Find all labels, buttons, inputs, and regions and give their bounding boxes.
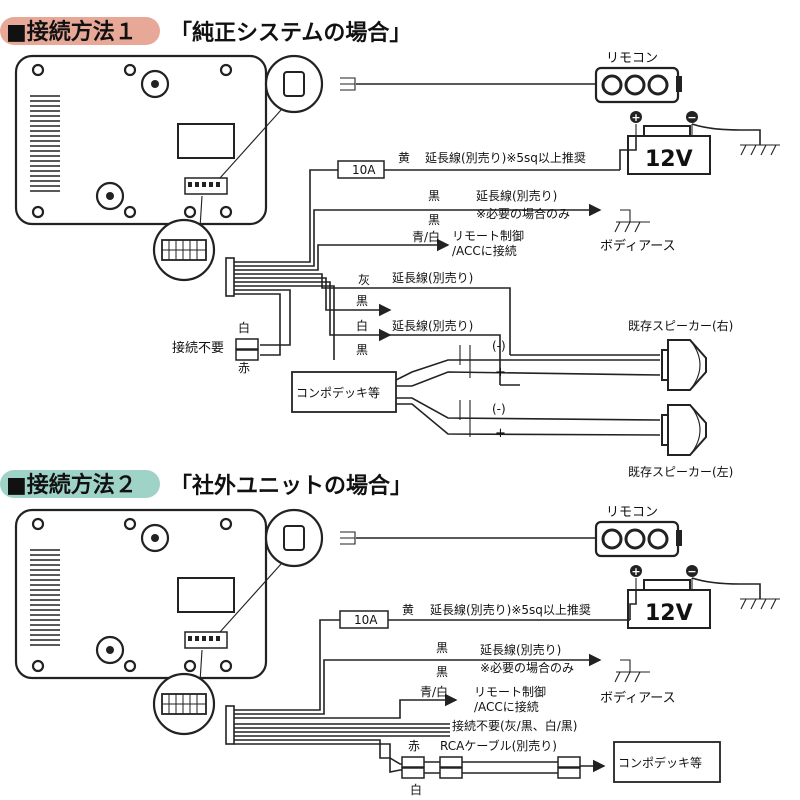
section-1-subtitle: 「純正システムの場合」 <box>170 20 411 46</box>
section-2-subtitle: 「社外ユニットの場合」 <box>170 473 412 499</box>
deck-label-2: コンポデッキ等 <box>618 755 702 770</box>
battery-label: 12V <box>645 147 693 172</box>
speaker-right-label: 既存スピーカー(右) <box>628 318 733 333</box>
section-2-heading: ■接続方法２ <box>6 472 137 498</box>
wire-white: 白 <box>356 318 368 333</box>
wire-black-1-2: 黒 <box>436 641 448 655</box>
wire-black-3: 黒 <box>356 294 368 308</box>
rca-white: 白 <box>238 320 250 335</box>
battery-label-2: 12V <box>645 601 693 626</box>
rca-cable-label: RCAケーブル(別売り) <box>440 738 557 753</box>
rca-red-2: 赤 <box>408 739 420 753</box>
wire-gray: 灰 <box>358 273 370 287</box>
wire-blue-white-2: 青/白 <box>420 684 448 699</box>
section-1-heading: ■接続方法１ <box>6 19 137 45</box>
wire-black-note-2b: 延長線(別売り) <box>480 642 561 657</box>
battery-minus: − <box>687 111 696 124</box>
wire-yellow-note: 延長線(別売り)※5sq以上推奨 <box>425 150 586 165</box>
body-earth-label-2: ボディアース <box>600 690 676 706</box>
deck-label: コンポデッキ等 <box>296 385 380 400</box>
battery-plus: + <box>631 111 640 124</box>
wire-black-note: 延長線(別売り) <box>476 188 557 203</box>
wire-yellow-2: 黄 <box>402 603 414 617</box>
wire-black-2-2: 黒 <box>436 665 448 679</box>
section-1: ■接続方法１ 「純正システムの場合」 リモコン + − 12V 10A 黄 延長… <box>0 17 781 479</box>
rca-red: 赤 <box>238 361 250 375</box>
wire-yellow: 黄 <box>398 151 410 165</box>
wire-gray-note: 延長線(別売り) <box>392 270 473 285</box>
remote-label: リモコン <box>606 51 658 66</box>
wire-black-note-2c: ※必要の場合のみ <box>480 660 574 675</box>
left-plus: + <box>495 426 506 441</box>
wire-black-note-2: ※必要の場合のみ <box>476 206 570 221</box>
remote-control-label: リモート制御 <box>452 228 524 243</box>
battery-plus-2: + <box>631 565 640 578</box>
wire-white-note: 延長線(別売り) <box>392 318 473 333</box>
battery-minus-2: − <box>687 565 696 578</box>
right-plus: + <box>495 365 506 380</box>
wire-black-1: 黒 <box>428 189 440 203</box>
fuse-label: 10A <box>352 163 376 177</box>
section-2-badge <box>0 470 160 498</box>
section-1-badge <box>0 17 160 45</box>
body-earth-label: ボディアース <box>600 238 676 254</box>
wire-blue-white: 青/白 <box>412 229 440 244</box>
remote-label-2: リモコン <box>606 505 658 520</box>
acc-label: /ACCに接続 <box>452 243 517 258</box>
wire-black-4: 黒 <box>356 343 368 357</box>
section-2: ■接続方法２ 「社外ユニットの場合」 リモコン + − 12V 10A 黄 延長… <box>0 470 781 797</box>
wire-yellow-note-2: 延長線(別売り)※5sq以上推奨 <box>430 602 591 617</box>
remote-control-label-2: リモート制御 <box>474 684 546 699</box>
rca-white-2: 白 <box>410 782 422 797</box>
fuse-label-2: 10A <box>354 613 378 627</box>
speaker-left-label: 既存スピーカー(左) <box>628 464 733 479</box>
wire-black-2: 黒 <box>428 213 440 227</box>
no-connection-label-2: 接続不要(灰/黒、白/黒) <box>452 718 577 733</box>
right-minus: (-) <box>492 339 506 353</box>
acc-label-2: /ACCに接続 <box>474 699 539 714</box>
left-minus: (-) <box>492 402 506 416</box>
no-connection-label: 接続不要 <box>172 340 224 356</box>
